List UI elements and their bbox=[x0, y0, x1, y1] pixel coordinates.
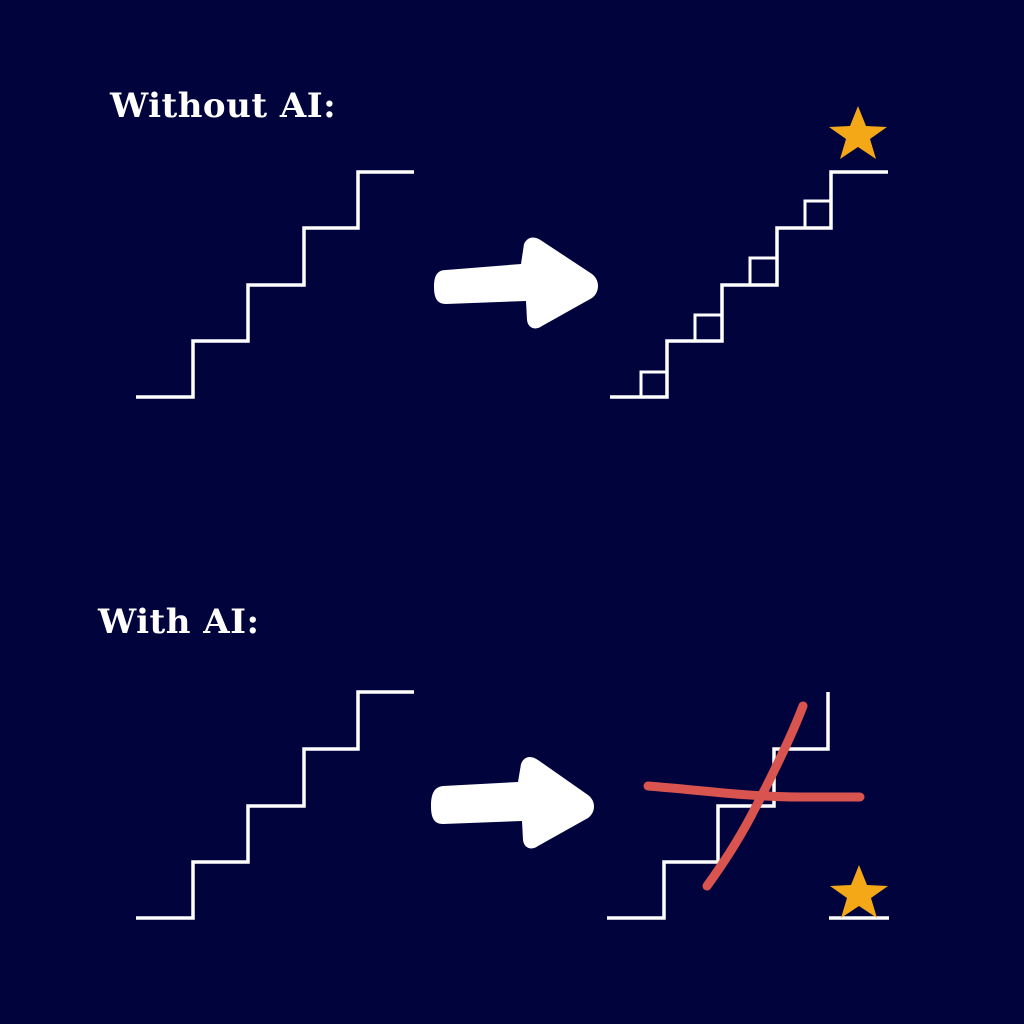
without-ai-star-icon bbox=[829, 106, 887, 159]
small-step-box bbox=[748, 256, 779, 287]
without-ai-label: Without AI: bbox=[110, 86, 337, 126]
with-ai-staircase-after bbox=[607, 692, 889, 920]
with-ai-star-icon bbox=[830, 865, 888, 918]
without-ai-staircase-after bbox=[610, 170, 888, 399]
without-ai-staircase-before bbox=[136, 170, 414, 399]
with-ai-staircase-before bbox=[136, 690, 414, 920]
with-ai-arrow-icon bbox=[431, 756, 594, 849]
cross-out-icon bbox=[643, 701, 865, 891]
small-step-box bbox=[639, 370, 669, 399]
small-step-box bbox=[693, 313, 724, 343]
small-step-box bbox=[803, 199, 833, 230]
without-ai-arrow-icon bbox=[434, 237, 598, 329]
with-ai-label: With AI: bbox=[98, 602, 260, 642]
